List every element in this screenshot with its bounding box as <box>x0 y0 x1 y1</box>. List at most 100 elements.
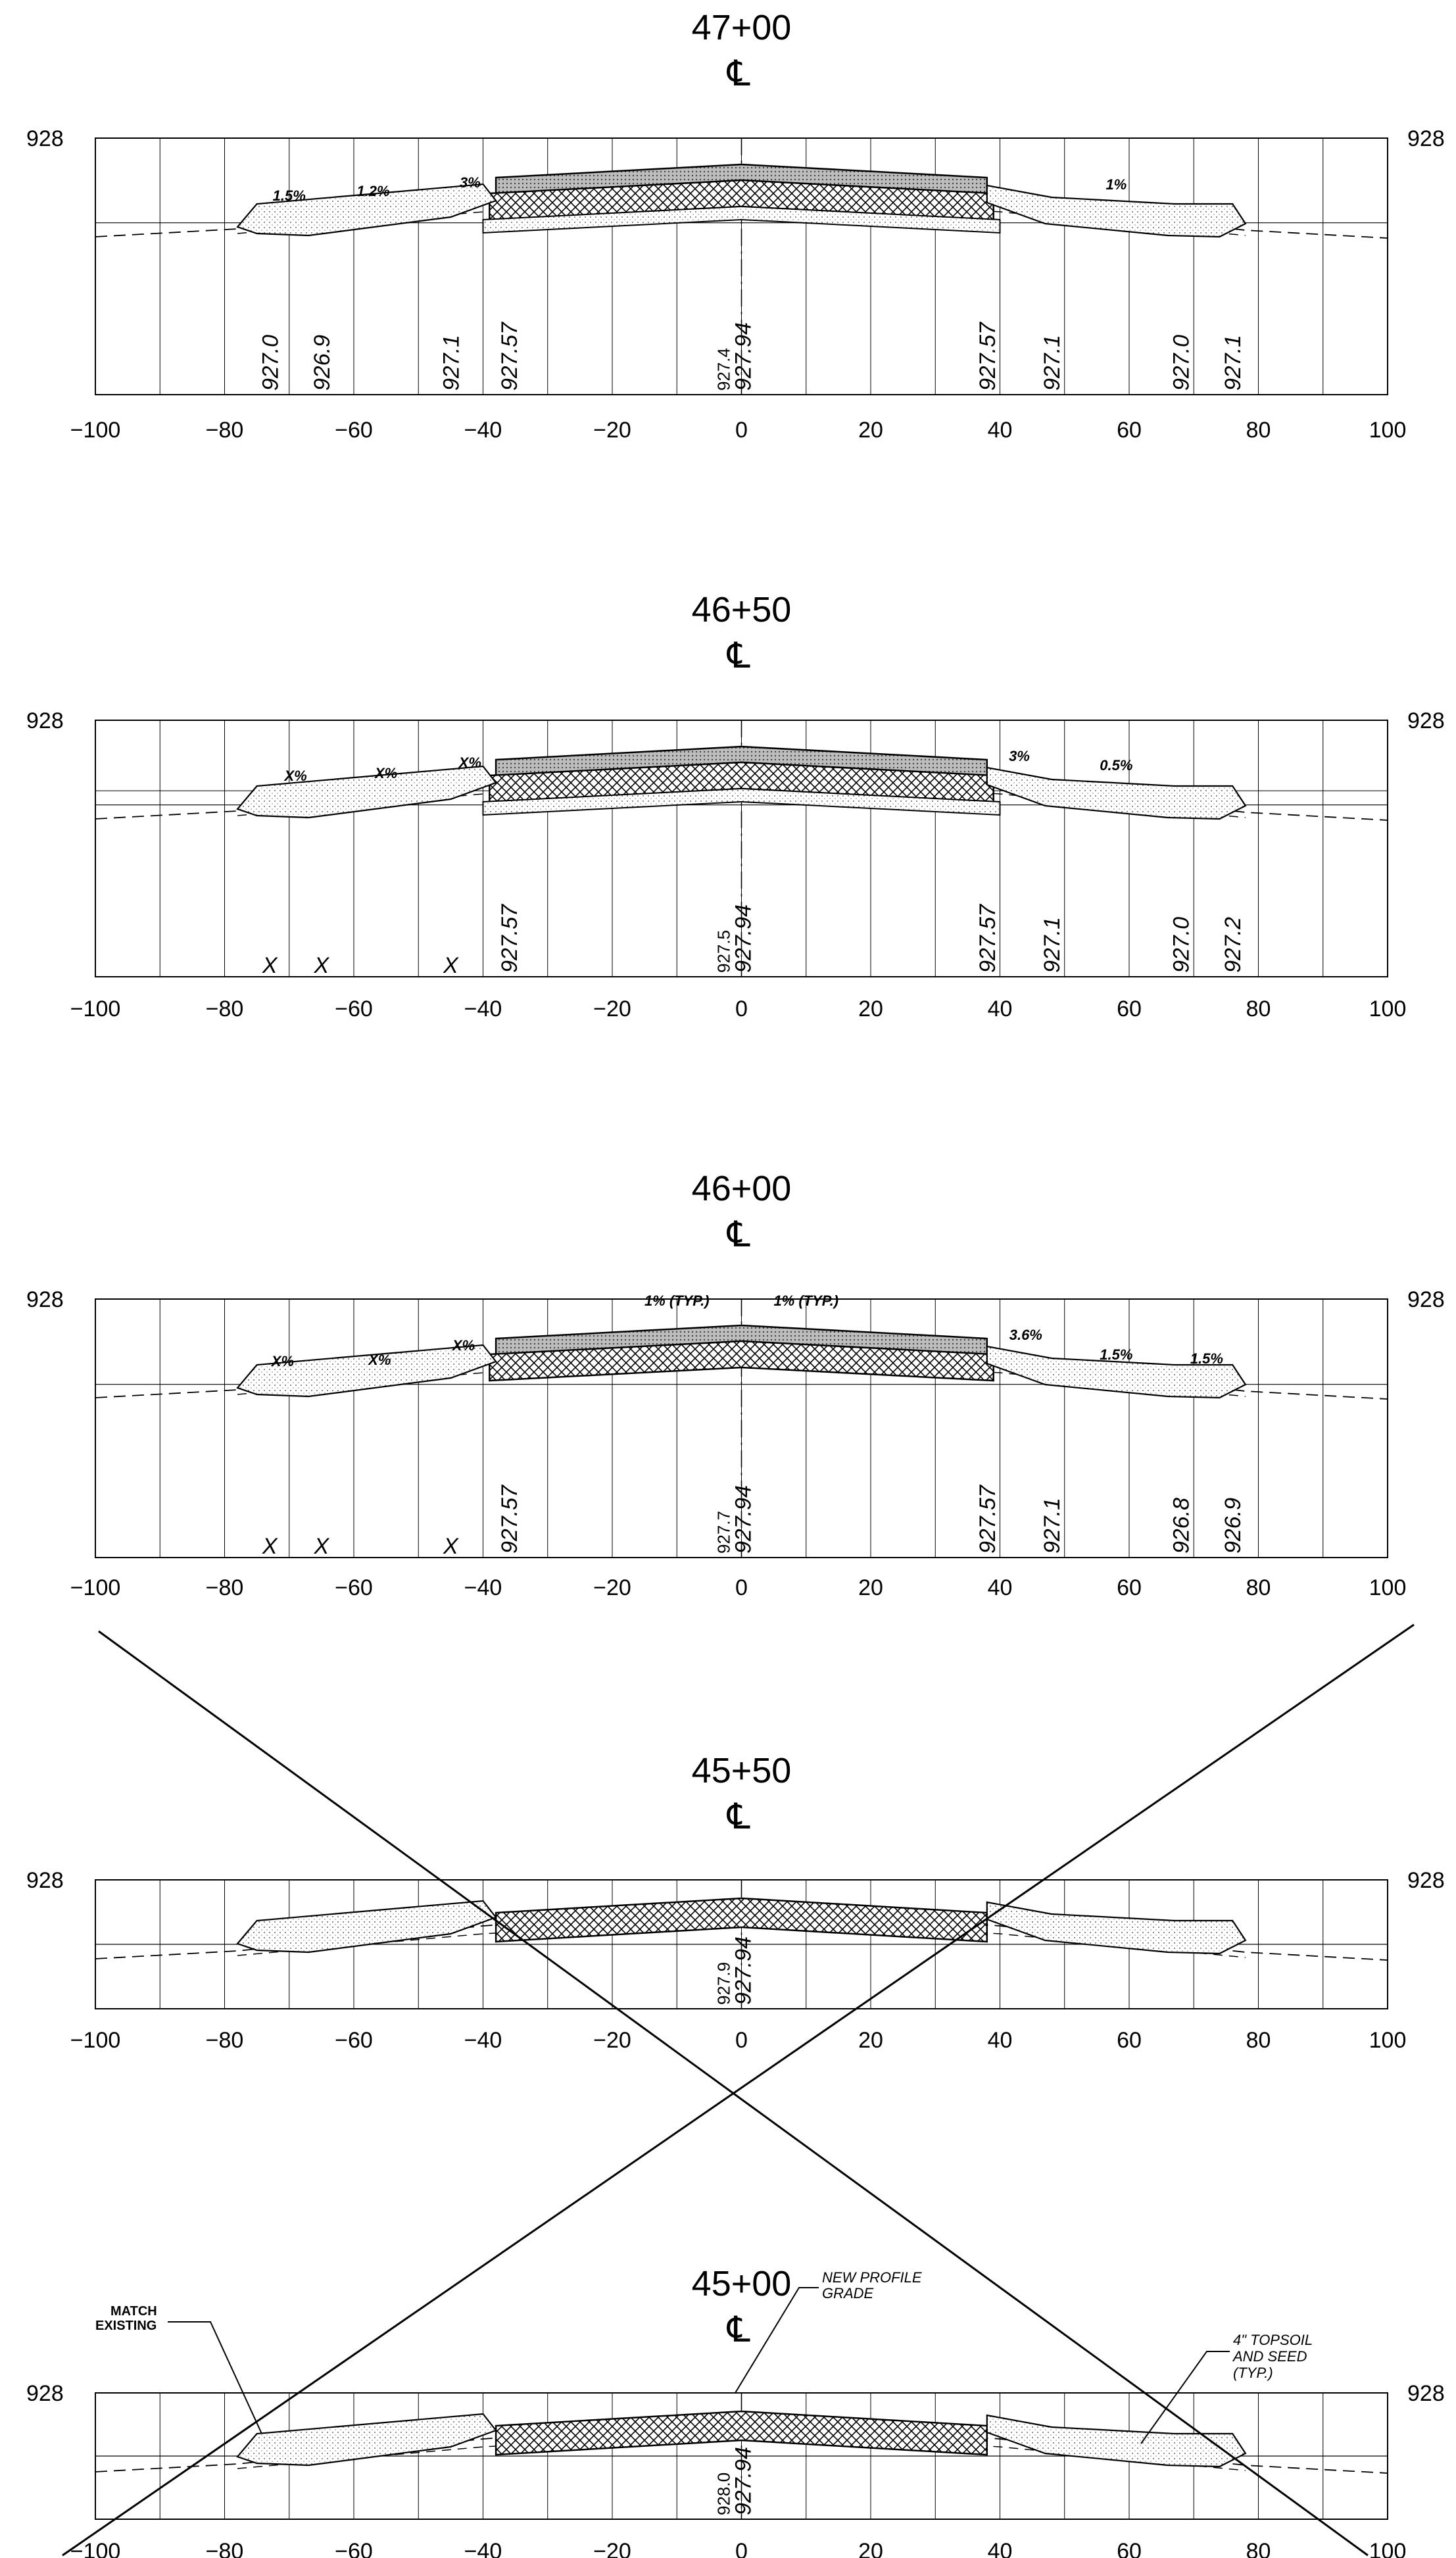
x-axis-tick-label: 20 <box>858 996 883 1021</box>
x-axis-tick-label: −20 <box>593 2028 631 2053</box>
slope-annotation: X% <box>458 754 481 771</box>
existing-centerline-elevation: 928.0 <box>714 2472 734 2515</box>
slope-annotation: 1% (TYP.) <box>644 1292 710 1309</box>
left-shoulder-fill <box>236 2413 497 2467</box>
topsoil-note: 4" TOPSOIL <box>1233 2332 1313 2348</box>
offset-elevation-label: 927.57 <box>497 322 522 391</box>
slope-annotation: 3% <box>460 174 481 191</box>
existing-centerline-elevation: 927.7 <box>714 1511 734 1554</box>
elevation-label-left: 928 <box>26 1287 64 1312</box>
existing-centerline-elevation: 927.5 <box>714 930 734 973</box>
offset-elevation-label: 927.1 <box>1040 335 1065 391</box>
station-title: 45+00 <box>692 2264 792 2303</box>
elevation-label-right: 928 <box>1407 708 1445 733</box>
slope-annotation: X% <box>367 1352 391 1368</box>
existing-feature-mark: X <box>314 953 330 978</box>
x-axis-tick-label: −40 <box>464 2028 502 2053</box>
x-axis-tick-label: 100 <box>1369 2539 1407 2558</box>
x-axis-tick-label: 0 <box>735 2028 748 2053</box>
offset-elevation-label: 926.8 <box>1169 1498 1194 1554</box>
slope-annotation: 1% <box>1105 176 1127 193</box>
slope-annotation: X% <box>270 1353 294 1369</box>
x-axis-tick-label: 80 <box>1246 2539 1271 2558</box>
elevation-label-right: 928 <box>1407 126 1445 151</box>
proposed-centerline-elevation: 927.94 <box>731 1485 756 1554</box>
station-title: 45+50 <box>692 1751 792 1790</box>
centerline-symbol: ℄ <box>726 1797 750 1836</box>
match-existing-note-line2: EXISTING <box>95 2319 157 2333</box>
slope-annotation: 0.5% <box>1100 757 1132 774</box>
slope-annotation: 1.2% <box>356 183 389 199</box>
elevation-label-right: 928 <box>1407 2381 1445 2406</box>
elevation-label-left: 928 <box>26 708 64 733</box>
right-shoulder-fill <box>986 1901 1247 1955</box>
x-axis-tick-label: −100 <box>70 996 121 1021</box>
station-title: 47+00 <box>692 8 792 47</box>
right-shoulder-fill <box>986 1345 1247 1399</box>
x-axis-tick-label: 100 <box>1369 996 1407 1021</box>
x-axis-tick-label: 0 <box>735 1575 748 1600</box>
station-title: 46+50 <box>692 590 792 629</box>
pavement-subbase-course <box>482 787 1001 816</box>
offset-elevation-label: 927.0 <box>1169 917 1194 973</box>
x-axis-tick-label: 60 <box>1117 418 1142 443</box>
x-axis-tick-label: −40 <box>464 2539 502 2558</box>
slope-annotation: X% <box>374 765 397 781</box>
leader-line <box>735 2287 819 2394</box>
x-axis-tick-label: −100 <box>70 1575 121 1600</box>
centerline-symbol: ℄ <box>726 54 750 93</box>
pavement-base-course <box>495 2410 988 2456</box>
offset-elevation-label: 927.0 <box>1169 335 1194 391</box>
x-axis-tick-label: −100 <box>70 2028 121 2053</box>
pavement-base-course <box>495 1897 988 1943</box>
offset-elevation-label: 927.57 <box>975 322 1000 391</box>
x-axis-tick-label: −20 <box>593 2539 631 2558</box>
left-shoulder-fill <box>236 1900 497 1954</box>
x-axis-tick-label: −80 <box>206 996 244 1021</box>
x-axis-tick-label: 0 <box>735 418 748 443</box>
x-axis-tick-label: −60 <box>335 2539 373 2558</box>
x-axis-tick-label: −100 <box>70 2539 121 2558</box>
x-axis-tick-label: 20 <box>858 2028 883 2053</box>
leader-line <box>1140 2351 1230 2444</box>
topsoil-note-line2: AND SEED <box>1232 2348 1307 2365</box>
x-axis-tick-label: −60 <box>335 996 373 1021</box>
x-axis-tick-label: −40 <box>464 1575 502 1600</box>
existing-centerline-elevation: 927.4 <box>714 348 734 391</box>
right-shoulder-fill <box>986 2414 1247 2468</box>
station-title: 46+00 <box>692 1169 792 1208</box>
slope-annotation: 1.5% <box>273 187 306 204</box>
elevation-label-left: 928 <box>26 1868 64 1893</box>
match-existing-note: MATCH <box>110 2304 157 2319</box>
x-axis-tick-label: 40 <box>988 1575 1013 1600</box>
x-axis-tick-label: 40 <box>988 418 1013 443</box>
slope-annotation: X% <box>283 768 306 784</box>
slope-annotation: 1% (TYP.) <box>773 1292 838 1309</box>
x-axis-tick-label: 60 <box>1117 996 1142 1021</box>
elevation-label-right: 928 <box>1407 1287 1445 1312</box>
x-axis-tick-label: 80 <box>1246 1575 1271 1600</box>
void-cross-line-2 <box>62 1623 1415 2557</box>
existing-centerline-elevation: 927.9 <box>714 1962 734 2005</box>
slope-annotation: 1.5% <box>1190 1350 1223 1367</box>
x-axis-tick-label: −40 <box>464 418 502 443</box>
x-axis-tick-label: 40 <box>988 2028 1013 2053</box>
x-axis-tick-label: −80 <box>206 1575 244 1600</box>
offset-elevation-label: 927.57 <box>975 904 1000 973</box>
x-axis-tick-label: −100 <box>70 418 121 443</box>
sections-layer: 47+00 ℄ 928 928 −100 −80 −60 −40 −20 0 20 40 60 80 100… <box>26 8 1445 2558</box>
offset-elevation-label: 926.9 <box>1221 1498 1246 1554</box>
new-profile-grade-note-line2: GRADE <box>822 2285 874 2301</box>
elevation-label-left: 928 <box>26 126 64 151</box>
new-profile-grade-note: NEW PROFILE <box>822 2269 922 2286</box>
slope-annotation: 3.6% <box>1009 1327 1042 1343</box>
existing-feature-mark: X <box>443 953 459 978</box>
x-axis-tick-label: 0 <box>735 2539 748 2558</box>
existing-feature-mark: X <box>314 1534 330 1559</box>
pavement-base-course <box>489 1340 994 1382</box>
existing-feature-mark: X <box>262 953 278 978</box>
